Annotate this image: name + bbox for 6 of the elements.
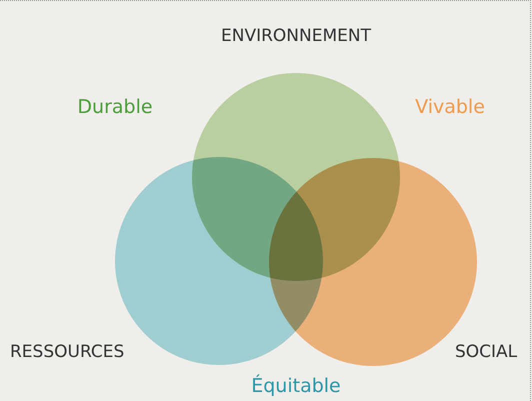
intersection-label: Vivable <box>414 95 486 120</box>
intersection-label: Durable <box>76 95 154 120</box>
circle-heading: RESSOURCES <box>10 341 126 364</box>
circle-heading: ENVIRONNEMENT <box>220 25 372 48</box>
intersection-label: Équitable <box>250 373 342 399</box>
circle-heading: SOCIAL <box>455 341 518 364</box>
